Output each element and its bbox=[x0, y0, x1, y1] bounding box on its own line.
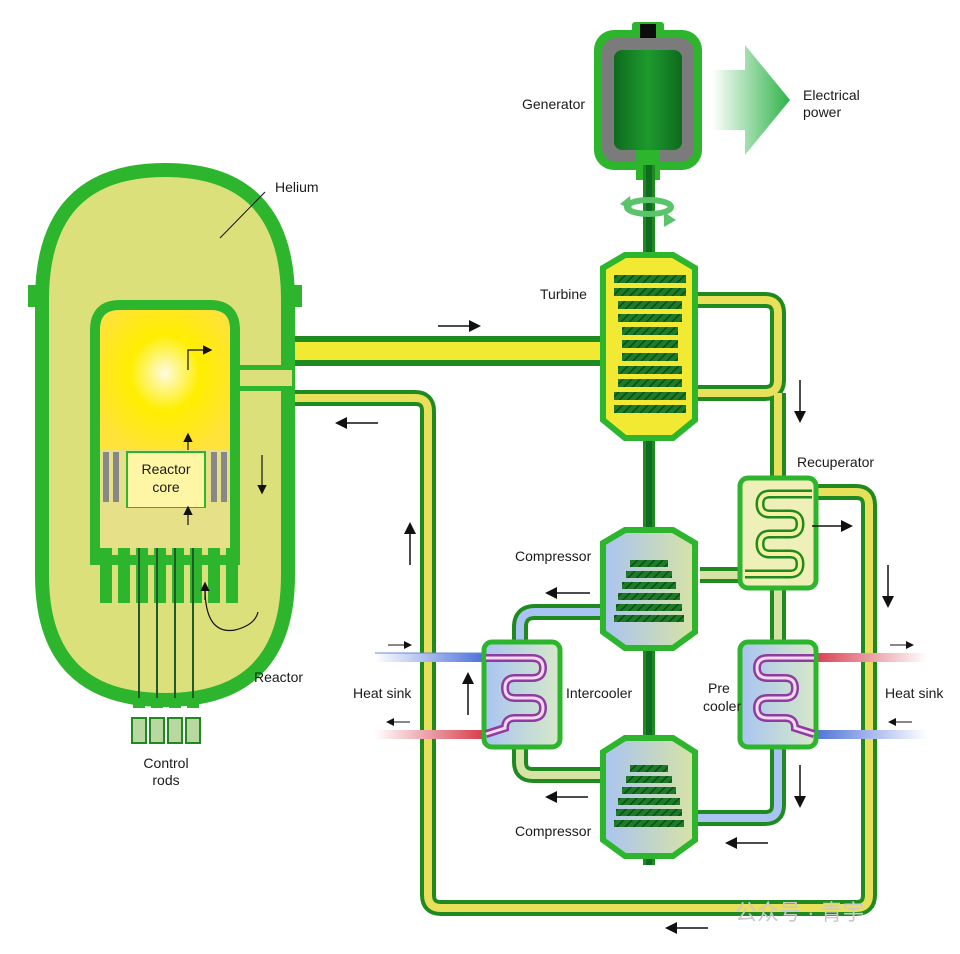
label-generator: Generator bbox=[522, 96, 585, 112]
label-control-rods-1: Control bbox=[143, 755, 188, 771]
watermark: 公众号 · 青宇 bbox=[735, 900, 865, 925]
label-electrical-power-1: Electrical bbox=[803, 87, 860, 103]
labels: Helium Generator Electrical power Turbin… bbox=[141, 87, 944, 925]
label-reactor-core-2: core bbox=[152, 479, 179, 495]
label-heat-sink-right: Heat sink bbox=[885, 685, 944, 701]
helium-leader bbox=[219, 191, 266, 239]
generator bbox=[594, 22, 702, 180]
intercooler bbox=[481, 639, 563, 750]
label-reactor-core-1: Reactor bbox=[141, 461, 190, 477]
control-rods bbox=[131, 548, 201, 744]
flow-arrows bbox=[335, 320, 914, 934]
label-reactor: Reactor bbox=[254, 669, 303, 685]
recuperator bbox=[737, 475, 819, 591]
label-helium: Helium bbox=[275, 179, 319, 195]
compressor-lower bbox=[600, 735, 698, 859]
label-electrical-power-2: power bbox=[803, 104, 841, 120]
label-heat-sink-left: Heat sink bbox=[353, 685, 412, 701]
reactor-vessel bbox=[28, 162, 302, 744]
label-compressor-upper: Compressor bbox=[515, 548, 592, 564]
label-recuperator: Recuperator bbox=[797, 454, 874, 470]
label-intercooler: Intercooler bbox=[566, 685, 632, 701]
precooler bbox=[737, 639, 819, 750]
label-control-rods-2: rods bbox=[152, 772, 179, 788]
label-precooler-1: Pre bbox=[708, 680, 730, 696]
label-compressor-lower: Compressor bbox=[515, 823, 592, 839]
compressor-upper bbox=[600, 527, 698, 651]
turbine bbox=[600, 252, 698, 441]
electrical-power-arrow bbox=[712, 45, 790, 155]
piping bbox=[235, 292, 927, 916]
fuel-elements bbox=[100, 450, 230, 548]
label-turbine: Turbine bbox=[540, 286, 587, 302]
rotation-icon bbox=[620, 196, 676, 227]
label-precooler-2: cooler bbox=[703, 698, 741, 714]
